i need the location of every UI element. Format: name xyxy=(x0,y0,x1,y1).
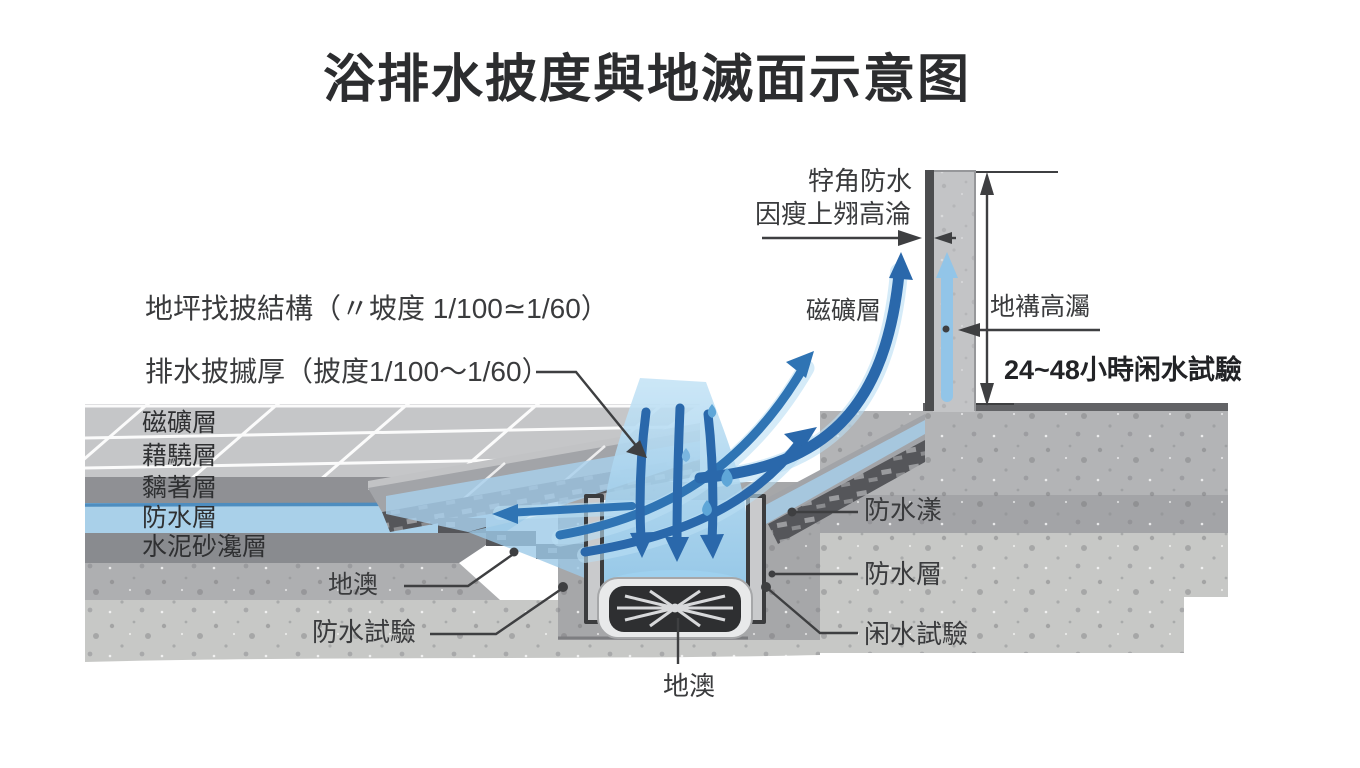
layer-label-adhesive: 黐著層 xyxy=(142,474,218,502)
flow-arrows-down xyxy=(630,403,724,562)
floor-drain-grate xyxy=(597,577,753,639)
right-slope-water-film xyxy=(760,420,925,524)
waterproof-coat-label: 防水漾 xyxy=(864,495,943,525)
floor-drain-bottom-label: 地澳 xyxy=(663,671,716,701)
wall-waterproof-strip xyxy=(925,170,934,411)
flow-arrow-wall-dark xyxy=(694,252,913,484)
leader-lines xyxy=(404,171,1100,664)
layer-label-bonding: 藉驍層 xyxy=(142,442,218,470)
page-title: 浴排水披度與地滅面示意图 xyxy=(322,51,972,109)
cement-mortar-band xyxy=(85,533,504,563)
wall-height-pointer xyxy=(942,323,1100,337)
layer-label-waterproof: 防水層 xyxy=(142,504,218,532)
water-test-right-label: 闲水試驗 xyxy=(864,619,969,649)
flow-arrow-wall-light xyxy=(936,252,958,402)
drain-slope-label: 排水披摵厚（披度1/100～1/60） xyxy=(145,356,550,387)
waterproof-test-label: 防水試驗 xyxy=(312,617,417,647)
corner-note-line2: 因瘦上翙高淪 xyxy=(755,199,912,229)
left-slope-slab-top xyxy=(368,423,700,490)
waterproof-test-leader xyxy=(430,582,568,636)
corner-dimension-arrow xyxy=(762,230,956,246)
water-test-right-leader xyxy=(761,582,858,635)
right-mortar-hatch xyxy=(768,440,925,544)
floor-drain-left-label: 地澳 xyxy=(328,571,379,599)
wall xyxy=(925,170,976,412)
film-into-pit xyxy=(468,505,602,585)
corner-note-line1: 牸角防水 xyxy=(808,166,913,196)
flow-arrows xyxy=(492,252,958,563)
waterproof-layer-right-label: 防水層 xyxy=(864,559,943,589)
water-test-duration-label: 24~48小時闲水試驗 xyxy=(1004,355,1242,385)
layer-label-cement-mortar: 水泥砂瀺層 xyxy=(142,533,268,561)
layer-label-tile: 磁礦層 xyxy=(142,409,218,437)
drain-slope-leader xyxy=(536,370,647,458)
waterproof-layer-right-leader xyxy=(768,570,858,578)
wall-base-line xyxy=(923,403,1228,411)
wall-height-label: 地褠高灟 xyxy=(990,293,1091,321)
floor-drain-left-leader xyxy=(404,547,519,588)
water-droplets xyxy=(681,404,733,516)
flow-arrow-left xyxy=(492,502,636,524)
wall-height-dimension xyxy=(976,171,1058,406)
tile-layer-right-label: 磁礦層 xyxy=(806,297,882,325)
waterproof-coat-leader xyxy=(787,507,858,517)
slope-structure-label: 地坪找披結構（〃坡度 1/100≃1/60） xyxy=(145,293,609,324)
